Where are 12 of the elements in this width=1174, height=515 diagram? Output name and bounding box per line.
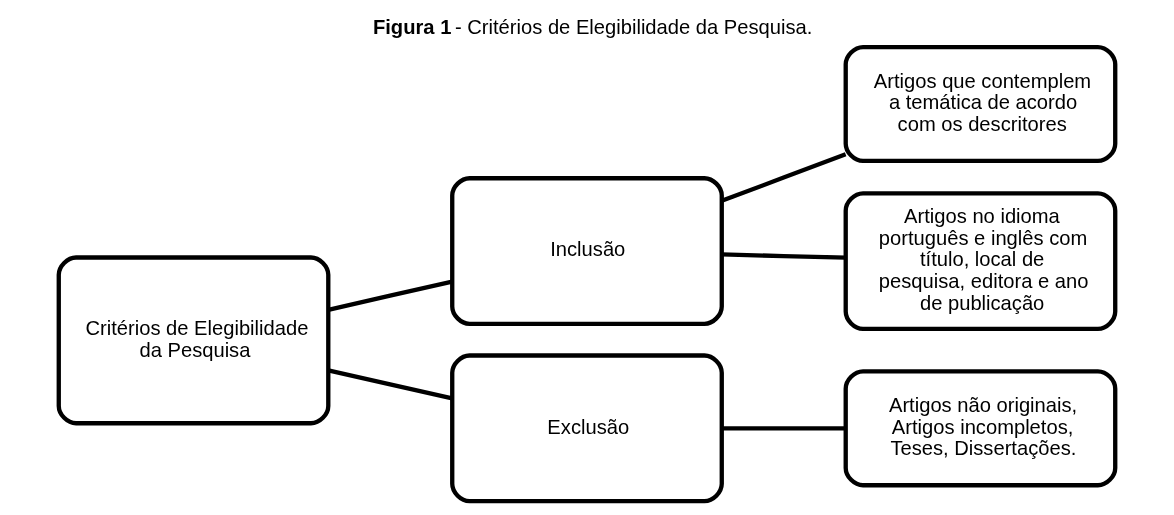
- connector: [327, 279, 453, 312]
- diagram-title: Figura 1 - Critérios de Elegibilidade da Pesquisa.: [372, 16, 813, 39]
- node-box: Critérios de Elegibilidade da Pesquisa: [56, 255, 331, 426]
- node-box: Exclusão: [450, 353, 724, 504]
- connector: [327, 368, 453, 401]
- node-box: Inclusão: [450, 176, 724, 326]
- node-box: Artigos no idioma português e inglês com título, local de pesquisa, editora e ano de publicação: [843, 191, 1118, 331]
- connector: [721, 152, 847, 203]
- node-box: Artigos que contemplem a temática de acordo com os descritores: [843, 44, 1118, 164]
- node-box: Artigos não originais, Artigos incompletos, Teses, Dissertações.: [843, 369, 1118, 488]
- connector: [721, 252, 846, 260]
- connector: [721, 426, 846, 431]
